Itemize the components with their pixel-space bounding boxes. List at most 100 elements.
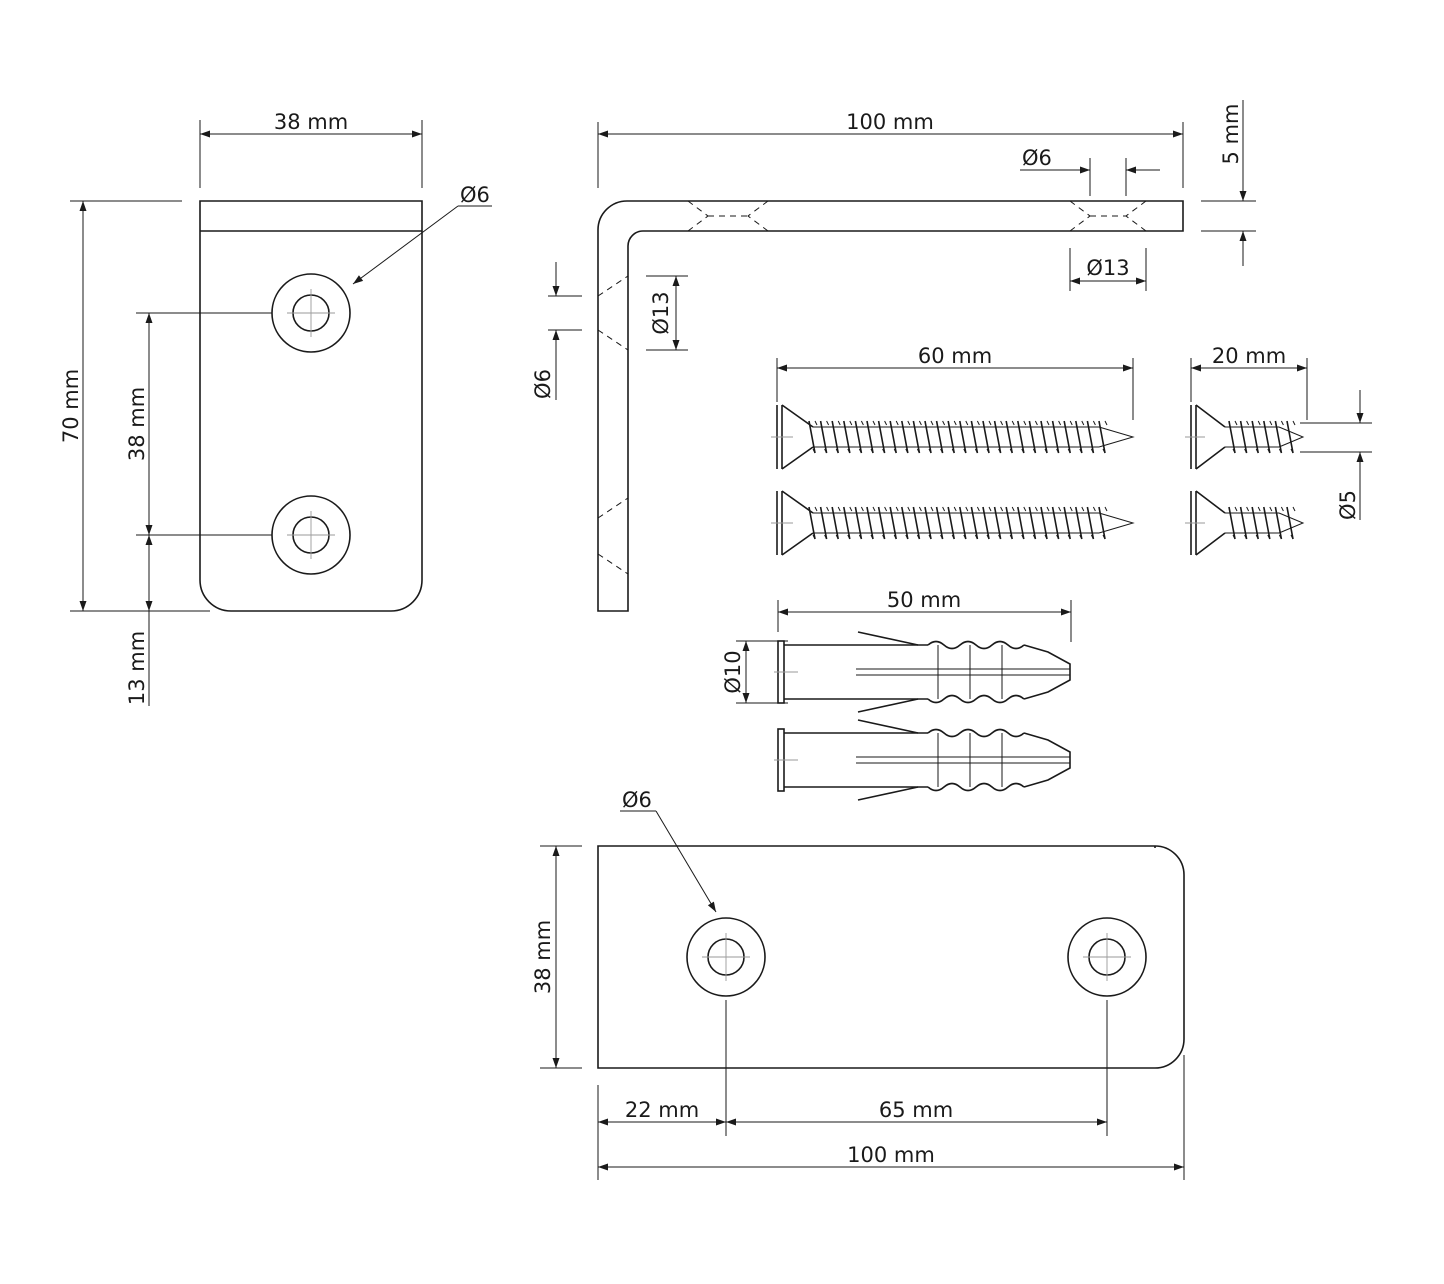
- wall-plug-lower: [773, 719, 1071, 801]
- screw-thread: [877, 420, 886, 454]
- screw-thread: [901, 420, 909, 454]
- screw-thread-crest: [1278, 506, 1284, 540]
- screw-thread-crest: [812, 506, 818, 540]
- profile-view: 100 mm 5 mm Ø6 Ø13: [531, 100, 1256, 612]
- screw-thread-crest: [858, 506, 864, 540]
- screw-thread-crest: [847, 420, 853, 454]
- long-screw-upper: [770, 404, 1134, 470]
- screw-thread-crest: [882, 420, 888, 454]
- wall-plug-upper: [773, 631, 1071, 713]
- screw-thread: [1274, 506, 1283, 540]
- screw-thread-crest: [916, 506, 922, 540]
- label-side-hole-diameter: Ø6: [460, 183, 490, 207]
- screw-thread-crest: [1232, 506, 1238, 540]
- dim-vertical-countersink: Ø13: [646, 275, 688, 351]
- screw-thread: [959, 506, 967, 540]
- screw-thread-crest: [1255, 420, 1261, 454]
- screw-thread-crest: [824, 420, 830, 454]
- label-plug-length: 50 mm: [887, 588, 961, 612]
- label-bottom-hole-diameter: Ø6: [622, 788, 652, 812]
- screw-thread: [901, 506, 909, 540]
- screw-thread-crest: [1067, 420, 1073, 454]
- label-side-edge-offset: 13 mm: [125, 631, 149, 705]
- label-short-screw-diameter: Ø5: [1336, 490, 1360, 520]
- dim-bottom-width: 38 mm: [531, 845, 582, 1069]
- screw-thread-crest: [870, 506, 876, 540]
- screw-thread: [1228, 420, 1236, 454]
- label-bottom-edge-offset: 22 mm: [625, 1098, 699, 1122]
- dim-top-countersink: Ø13: [1069, 248, 1147, 291]
- screw-thread-crest: [812, 420, 818, 454]
- screw-thread-crest: [974, 506, 980, 540]
- screw-thread: [924, 420, 932, 454]
- dim-short-screw-diameter: Ø5: [1300, 390, 1372, 520]
- long-screw-lower: [770, 490, 1134, 556]
- screw-thread-crest: [928, 506, 934, 540]
- dim-bottom-hole-diameter: Ø6: [620, 788, 717, 913]
- side-view: 38 mm 70 mm 38 mm 13 mm Ø6: [59, 110, 492, 706]
- dim-plug-length: 50 mm: [777, 588, 1072, 642]
- screw-thread: [843, 506, 851, 540]
- dim-top-hole-diameter: Ø6: [1020, 146, 1160, 196]
- label-top-countersink: Ø13: [1086, 256, 1129, 280]
- screw-thread-crest: [1255, 506, 1261, 540]
- screw-thread: [1040, 420, 1048, 454]
- screw-thread-crest: [963, 506, 969, 540]
- screw-thread-crest: [1244, 506, 1250, 540]
- screw-thread: [1098, 420, 1106, 454]
- screw-thread: [1274, 420, 1283, 454]
- screw-thread-crest: [1021, 506, 1027, 540]
- label-bottom-length: 100 mm: [847, 1143, 935, 1167]
- label-top-length: 100 mm: [846, 110, 934, 134]
- screw-thread: [924, 506, 932, 540]
- screw-thread-crest: [1090, 506, 1096, 540]
- label-vertical-hole-diameter: Ø6: [531, 369, 555, 399]
- screw-thread: [935, 420, 944, 454]
- screw-thread: [970, 420, 979, 454]
- screw-thread-crest: [905, 506, 911, 540]
- dim-side-height: 70 mm: [59, 200, 210, 612]
- screw-thread-crest: [1290, 506, 1296, 540]
- screw-thread: [889, 420, 897, 454]
- label-short-screw-length: 20 mm: [1212, 344, 1286, 368]
- screw-thread-crest: [986, 420, 992, 454]
- screw-thread-crest: [1021, 420, 1027, 454]
- screw-thread: [993, 506, 1002, 540]
- screw-thread-crest: [1044, 506, 1050, 540]
- dim-side-edge-offset: 13 mm: [125, 535, 153, 706]
- screw-thread-crest: [905, 420, 911, 454]
- label-bottom-width: 38 mm: [531, 920, 555, 994]
- screw-thread-crest: [1044, 420, 1050, 454]
- screw-thread: [866, 506, 874, 540]
- screw-thread-crest: [998, 420, 1004, 454]
- screw-thread-crest: [1102, 506, 1108, 540]
- screw-thread: [831, 506, 839, 540]
- screw-thread: [1005, 420, 1013, 454]
- screw-thread-crest: [916, 420, 922, 454]
- bottom-plate-outline: [597, 845, 1185, 1069]
- label-side-hole-spacing: 38 mm: [125, 387, 149, 461]
- screw-thread-crest: [1009, 420, 1015, 454]
- screw-thread: [912, 506, 921, 540]
- dim-bottom-length: 100 mm: [598, 1143, 1184, 1171]
- screw-thread: [866, 420, 874, 454]
- screw-thread: [982, 420, 990, 454]
- label-top-hole-diameter: Ø6: [1022, 146, 1052, 170]
- side-plate-outline: [199, 200, 423, 612]
- screw-thread-crest: [1079, 420, 1085, 454]
- screw-thread-crest: [1290, 420, 1296, 454]
- screw-thread-crest: [824, 506, 830, 540]
- screw-thread-crest: [1267, 420, 1273, 454]
- dim-short-screw-length: 20 mm: [1190, 344, 1308, 420]
- screw-thread: [1051, 420, 1060, 454]
- screw-thread-crest: [893, 420, 899, 454]
- dim-side-width: 38 mm: [199, 110, 423, 188]
- screw-thread: [993, 420, 1002, 454]
- bottom-left-hole: [686, 917, 766, 997]
- dim-vertical-hole-diameter: Ø6: [531, 262, 582, 400]
- screw-thread: [1239, 506, 1248, 540]
- screw-thread-crest: [1056, 420, 1062, 454]
- screw-thread: [1028, 506, 1037, 540]
- screw-thread-crest: [1102, 420, 1108, 454]
